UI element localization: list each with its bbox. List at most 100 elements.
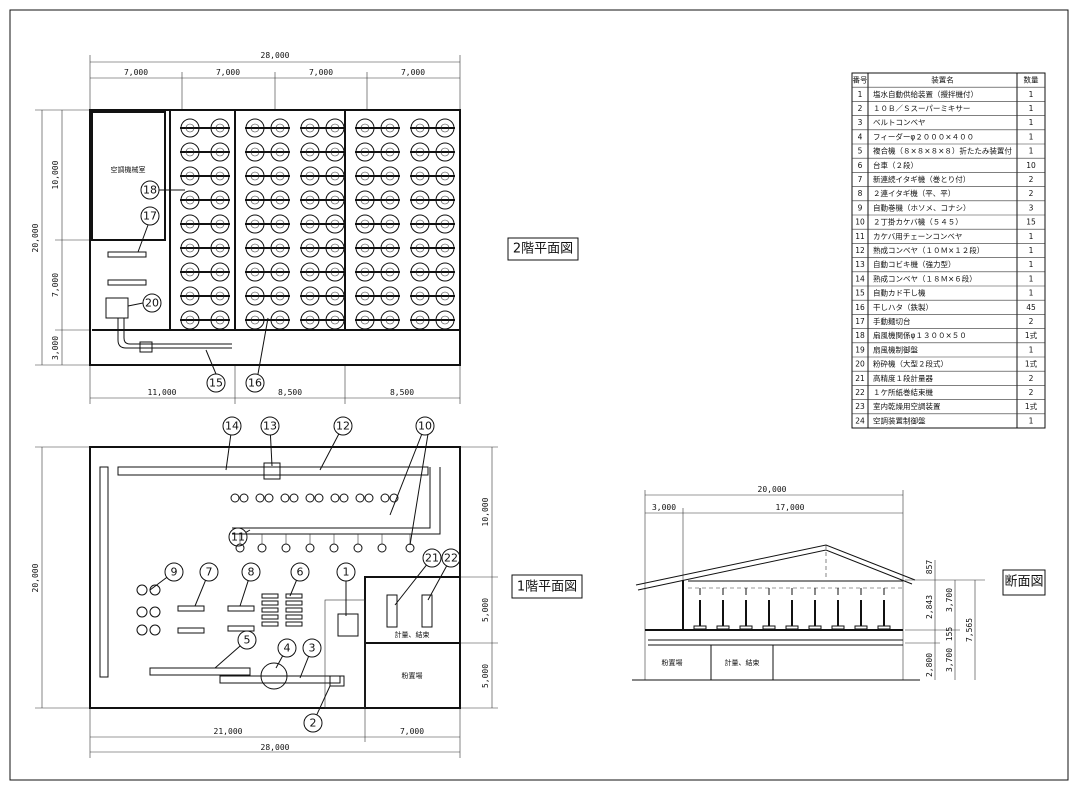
- svg-text:11: 11: [231, 531, 245, 544]
- dryer-rack: [300, 166, 345, 186]
- dryer-rack: [180, 262, 230, 282]
- title-box-2f: [507, 237, 579, 261]
- dryer-rack: [180, 310, 230, 330]
- roll-machine: [136, 624, 148, 636]
- room-label: 空調機械室: [111, 165, 146, 174]
- cell-qty: 1式: [1025, 330, 1038, 340]
- hanger-machine: [329, 543, 339, 553]
- dim-section-right: 3,700: [945, 588, 954, 612]
- cell-qty: 1: [1029, 345, 1034, 354]
- cell-qty: 10: [1026, 161, 1036, 170]
- roll-machine: [149, 606, 161, 618]
- cell-qty: 1: [1029, 232, 1034, 241]
- drying-rack: [739, 588, 753, 630]
- dryer-rack: [180, 166, 230, 186]
- dim-section-right: 2,843: [925, 595, 934, 619]
- dryer-rack: [245, 118, 290, 138]
- roll-machine: [136, 606, 148, 618]
- cell-no: 番号: [853, 75, 868, 85]
- callout-3: 3: [299, 638, 322, 679]
- hanger-machine: [255, 493, 265, 503]
- dryer-rack: [355, 166, 400, 186]
- hanger-machine: [281, 543, 291, 553]
- callout-21: 21: [394, 548, 442, 606]
- svg-text:21: 21: [425, 552, 439, 565]
- cell-name: １０Ｂ／Ｓスーパーミキサー: [873, 104, 970, 113]
- plan-1f: 20,000 21,000 7,000 28,000 10,000 5,000 …: [31, 416, 583, 758]
- dryer-rack: [355, 142, 400, 162]
- svg-text:6: 6: [297, 566, 304, 579]
- title-2f: 2階平面図: [513, 242, 573, 257]
- room-label: 計量、結束: [725, 658, 760, 667]
- callout-2: 2: [303, 685, 331, 733]
- cell-no: 21: [855, 374, 865, 383]
- callout-11: 11: [228, 527, 251, 547]
- cell-name: 台車（２段）: [873, 160, 918, 170]
- svg-text:16: 16: [248, 377, 262, 390]
- cell-no: 18: [855, 331, 865, 340]
- cell-no: 5: [858, 147, 863, 156]
- dryer-rack: [410, 142, 455, 162]
- hanger-machine: [405, 543, 415, 553]
- dim-section-right: 7,565: [965, 618, 974, 642]
- cell-no: 12: [855, 246, 865, 255]
- callout-12: 12: [319, 416, 353, 471]
- cell-no: 11: [855, 232, 865, 241]
- equipment: [177, 605, 205, 612]
- cell-qty: 1: [1029, 132, 1034, 141]
- callout-10: 10: [389, 416, 435, 516]
- callout-4: 4: [275, 638, 297, 669]
- svg-text:17: 17: [143, 210, 157, 223]
- cell-qty: 2: [1029, 388, 1034, 397]
- plan-2f: 28,000 7,000 7,000 7,000 7,000 20,000 10…: [31, 51, 579, 404]
- svg-text:10: 10: [418, 420, 432, 433]
- dryer-rack: [300, 310, 345, 330]
- cell-name: 塩水自動供給装置（攪拌機付）: [873, 89, 978, 99]
- roll-machine: [136, 584, 148, 596]
- cell-qty: 2: [1029, 189, 1034, 198]
- cell-name: 自動巻機（ホソメ、コナシ）: [873, 202, 971, 212]
- hanger-machine: [230, 493, 240, 503]
- dryer-rack: [180, 238, 230, 258]
- dryer-rack: [180, 142, 230, 162]
- cell-name: 自動コビキ機（強力型）: [873, 259, 956, 269]
- dim-1f-right: 10,000: [481, 497, 490, 526]
- cell-no: 15: [855, 289, 865, 298]
- dim-section-total: 20,000: [758, 485, 787, 494]
- dryer-rack: [410, 190, 455, 210]
- callout-14: 14: [222, 416, 242, 471]
- hanger-machine: [355, 493, 365, 503]
- cell-name: １ケ所紙巻結束機: [873, 387, 933, 397]
- drying-rack: [785, 588, 799, 630]
- cell-qty: 2: [1029, 317, 1034, 326]
- drying-rack: [693, 588, 707, 630]
- dryer-rack: [180, 286, 230, 306]
- cell-name: 手動麺切台: [873, 316, 911, 326]
- sheet-border: [9, 9, 1069, 781]
- dim-section-right: 2,800: [925, 653, 934, 677]
- svg-text:15: 15: [209, 377, 223, 390]
- hanger-machine: [380, 493, 390, 503]
- dim-1f-right: 5,000: [481, 664, 490, 688]
- title-section: 断面図: [1004, 575, 1043, 590]
- hanger-machine: [257, 543, 267, 553]
- cell-qty: 1: [1029, 260, 1034, 269]
- cell-qty: 1: [1029, 90, 1034, 99]
- dryer-rack: [355, 238, 400, 258]
- cell-name: 干しハタ（鉄製）: [873, 302, 933, 312]
- dryer-rack: [245, 214, 290, 234]
- callout-18: 18: [140, 180, 185, 200]
- callout-20: 20: [127, 293, 162, 313]
- dim-section-right: 155: [945, 627, 954, 642]
